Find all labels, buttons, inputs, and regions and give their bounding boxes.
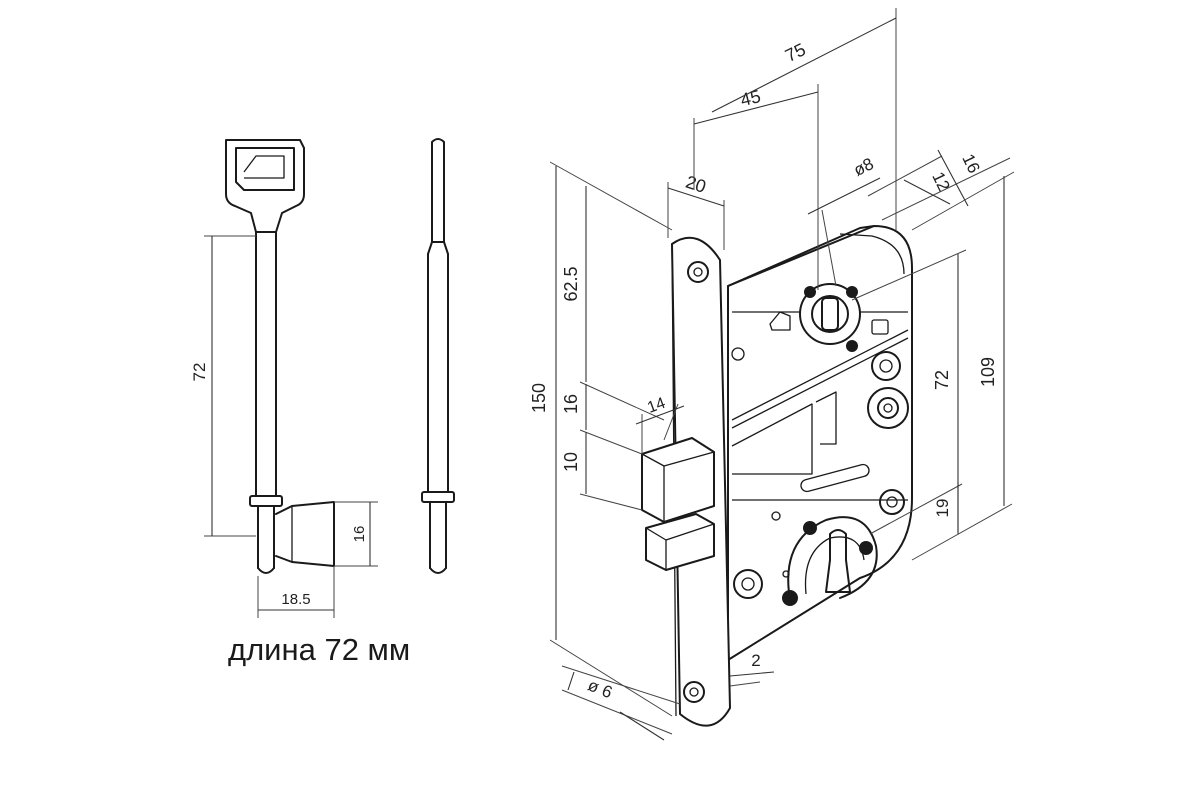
lock-latch (641, 437, 715, 571)
dim-case-height: 109 (978, 357, 998, 387)
dim-faceplate-height: 150 (529, 383, 549, 413)
dim-follower-diameter: ø8 (851, 154, 877, 180)
dim-backset: 75 (782, 39, 809, 66)
key-bit-width-dim: 18.5 (281, 591, 310, 608)
dim-latch-gap: 16 (561, 394, 581, 414)
dim-latch-depth: 14 (645, 395, 668, 417)
dim-center-distance: 72 (932, 370, 952, 390)
key-length-caption: длина 72 мм (228, 632, 411, 667)
dim-screw-hole: ø 6 (585, 675, 615, 702)
dim-to-follower: 45 (738, 86, 762, 110)
dim-faceplate-width: 20 (683, 172, 708, 197)
key-shaft-dim: 72 (190, 363, 209, 382)
dim-latch-height: 10 (561, 452, 581, 472)
lock-body (727, 225, 913, 661)
dim-bottom-offset: 19 (933, 499, 952, 518)
key-side-view (421, 138, 455, 574)
key-front-view (225, 139, 335, 574)
dim-plate-thickness: 2 (751, 651, 760, 670)
dim-top-to-follower: 62.5 (561, 266, 581, 301)
key-bit-height-dim: 16 (351, 526, 368, 543)
key-dimensions: 72 16 18.5 (190, 235, 378, 618)
